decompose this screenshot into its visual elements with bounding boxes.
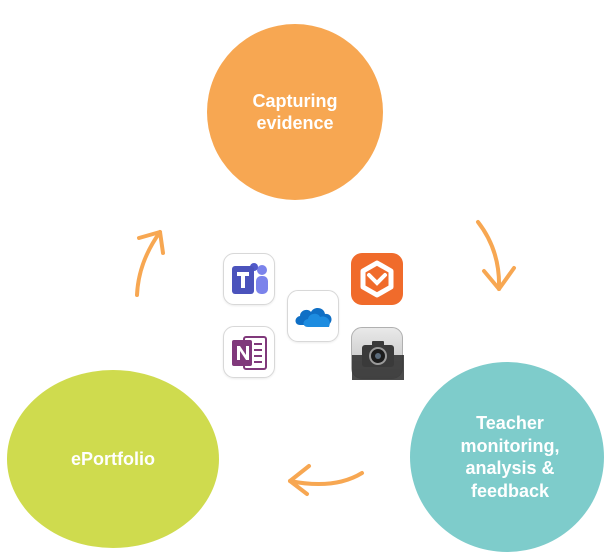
arrow-capture-to-teacher — [476, 220, 516, 291]
node-capturing-evidence-label: Capturing evidence — [252, 90, 338, 134]
node-teacher-monitoring-label: Teacher monitoring, analysis & feedback — [460, 413, 560, 501]
arrow-teacher-to-eportfolio — [288, 464, 364, 496]
onedrive-icon — [287, 290, 339, 342]
arrow-eportfolio-to-capture — [135, 230, 165, 297]
microsoft-teams-icon — [223, 253, 275, 305]
onenote-icon — [223, 326, 275, 378]
node-eportfolio: ePortfolio — [7, 370, 219, 548]
node-teacher-monitoring: Teacher monitoring, analysis & feedback — [410, 362, 604, 552]
node-capturing-evidence: Capturing evidence — [207, 24, 383, 200]
node-eportfolio-label: ePortfolio — [71, 448, 155, 469]
camera-icon — [351, 327, 404, 380]
office-lens-icon — [351, 253, 403, 305]
